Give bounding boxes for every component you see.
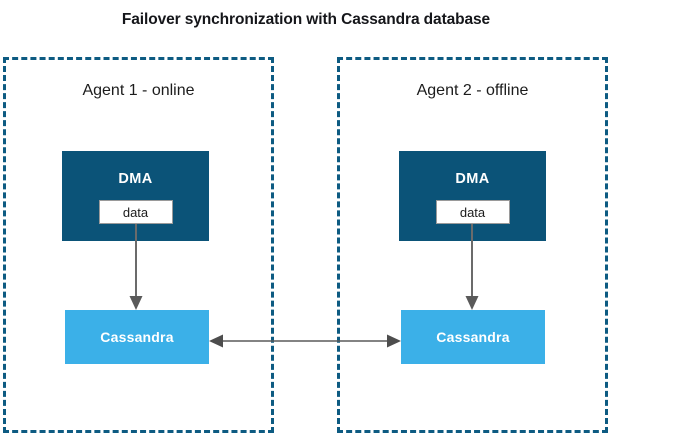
agent-2-label: Agent 2 - offline bbox=[416, 82, 529, 99]
agent-2-cassandra-label: Cassandra bbox=[436, 329, 510, 345]
agent-1-dma-label: DMA bbox=[118, 171, 153, 187]
agent-2-cassandra-box: Cassandra bbox=[401, 310, 545, 364]
agent-1-data-chip: data bbox=[98, 200, 173, 224]
agent-2-dma-label: DMA bbox=[455, 171, 490, 187]
agent-1-dma-box: DMA data bbox=[62, 151, 209, 241]
agent-2-container bbox=[337, 57, 608, 433]
agent-1-cassandra-box: Cassandra bbox=[65, 310, 209, 364]
agent-1-label: Agent 1 - online bbox=[82, 82, 195, 99]
agent-2-data-chip: data bbox=[435, 200, 510, 224]
diagram-title: Failover synchronization with Cassandra … bbox=[121, 11, 491, 28]
agent-1-container bbox=[3, 57, 274, 433]
agent-1-cassandra-label: Cassandra bbox=[100, 329, 174, 345]
agent-2-dma-box: DMA data bbox=[399, 151, 546, 241]
